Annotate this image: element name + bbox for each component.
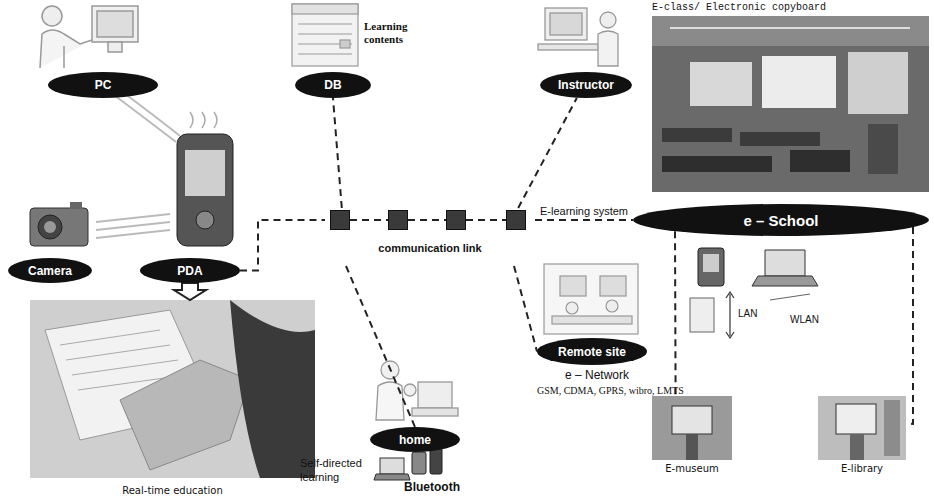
dashed-link bbox=[535, 219, 633, 221]
school-ellipse: e – School bbox=[633, 204, 929, 236]
instructor-illustration bbox=[538, 8, 618, 66]
ellipse-fill bbox=[370, 427, 460, 452]
connector bbox=[518, 98, 577, 208]
ellipse-fill bbox=[48, 72, 158, 98]
node-caption: Real-time education bbox=[30, 485, 315, 496]
network-label: LAN bbox=[738, 308, 768, 319]
node-label: home bbox=[399, 433, 431, 447]
db-caption: Learning contents bbox=[364, 20, 426, 46]
node-label: PC bbox=[95, 78, 112, 92]
connector bbox=[514, 266, 537, 352]
edge-label: E-learning system bbox=[538, 205, 630, 217]
dashed-link bbox=[514, 266, 537, 352]
bluetooth-label: Bluetooth bbox=[404, 480, 484, 494]
connector bbox=[906, 227, 913, 424]
link-square bbox=[330, 210, 350, 230]
network-label: e – Network bbox=[565, 368, 665, 382]
e-museum-photo bbox=[652, 396, 732, 460]
e-library-photo bbox=[818, 396, 906, 460]
device-ellipse: Camera bbox=[8, 258, 92, 283]
device-ellipse: PC bbox=[48, 72, 158, 98]
pda-illustration bbox=[177, 112, 233, 246]
network-label: WLAN bbox=[790, 314, 830, 325]
ellipse-fill bbox=[140, 258, 240, 283]
node-label: Remote site bbox=[558, 345, 626, 359]
photo-caption: E-class/ Electronic copyboard bbox=[652, 2, 932, 13]
link-hub: communication link bbox=[325, 208, 535, 266]
node-caption: E-museum bbox=[652, 463, 732, 474]
node-label: Camera bbox=[28, 264, 72, 278]
device-ellipse: Instructor bbox=[540, 72, 632, 98]
ellipse-fill bbox=[295, 72, 371, 98]
node-label: Instructor bbox=[558, 78, 614, 92]
wireless-waves bbox=[96, 90, 180, 238]
camera-illustration bbox=[30, 202, 88, 246]
photo-box: E-museum bbox=[652, 396, 732, 474]
device-ellipse: Remote site bbox=[537, 338, 647, 365]
home-illustration bbox=[376, 361, 458, 420]
node-caption: communication link bbox=[325, 242, 535, 254]
remote-site-illustration bbox=[544, 264, 638, 334]
connector bbox=[535, 220, 633, 221]
node-label: DB bbox=[324, 78, 341, 92]
note-text: Self-directed learning bbox=[300, 456, 374, 484]
device-ellipse: PDA bbox=[140, 258, 240, 283]
block-arrow bbox=[174, 283, 206, 300]
photo-box: Real-time education bbox=[30, 300, 315, 496]
dashed-link bbox=[906, 227, 913, 424]
link-square bbox=[388, 210, 408, 230]
device-ellipse: DB bbox=[295, 72, 371, 98]
connector bbox=[333, 98, 342, 208]
dashed-link bbox=[518, 98, 577, 208]
link-square bbox=[506, 210, 526, 230]
bluetooth-devices bbox=[374, 448, 442, 480]
link-dashes bbox=[350, 219, 506, 221]
node-caption: E-library bbox=[818, 463, 906, 474]
ellipse-fill bbox=[537, 338, 647, 365]
real-time-photo bbox=[30, 300, 315, 478]
ellipse-fill bbox=[540, 72, 632, 98]
dashed-link bbox=[674, 231, 677, 396]
photo-box: E-library bbox=[818, 396, 906, 474]
connector bbox=[346, 266, 415, 427]
connector bbox=[675, 231, 677, 396]
device-ellipse: home bbox=[370, 427, 460, 452]
dashed-link bbox=[333, 98, 342, 208]
dashed-link bbox=[346, 266, 415, 427]
protocol-list: GSM, CDMA, GPRS, wibro, LMTS bbox=[537, 385, 697, 396]
connector bbox=[240, 220, 325, 271]
db-server-illustration bbox=[292, 4, 358, 66]
ellipse-fill bbox=[633, 204, 929, 236]
pc-illustration bbox=[40, 6, 138, 68]
connector bbox=[174, 283, 206, 300]
node-label: e – School bbox=[743, 212, 818, 229]
dashed-link bbox=[240, 220, 325, 271]
ellipse-fill bbox=[8, 258, 92, 283]
link-square bbox=[446, 210, 466, 230]
node-label: PDA bbox=[177, 264, 202, 278]
e-class-photo bbox=[652, 16, 929, 192]
